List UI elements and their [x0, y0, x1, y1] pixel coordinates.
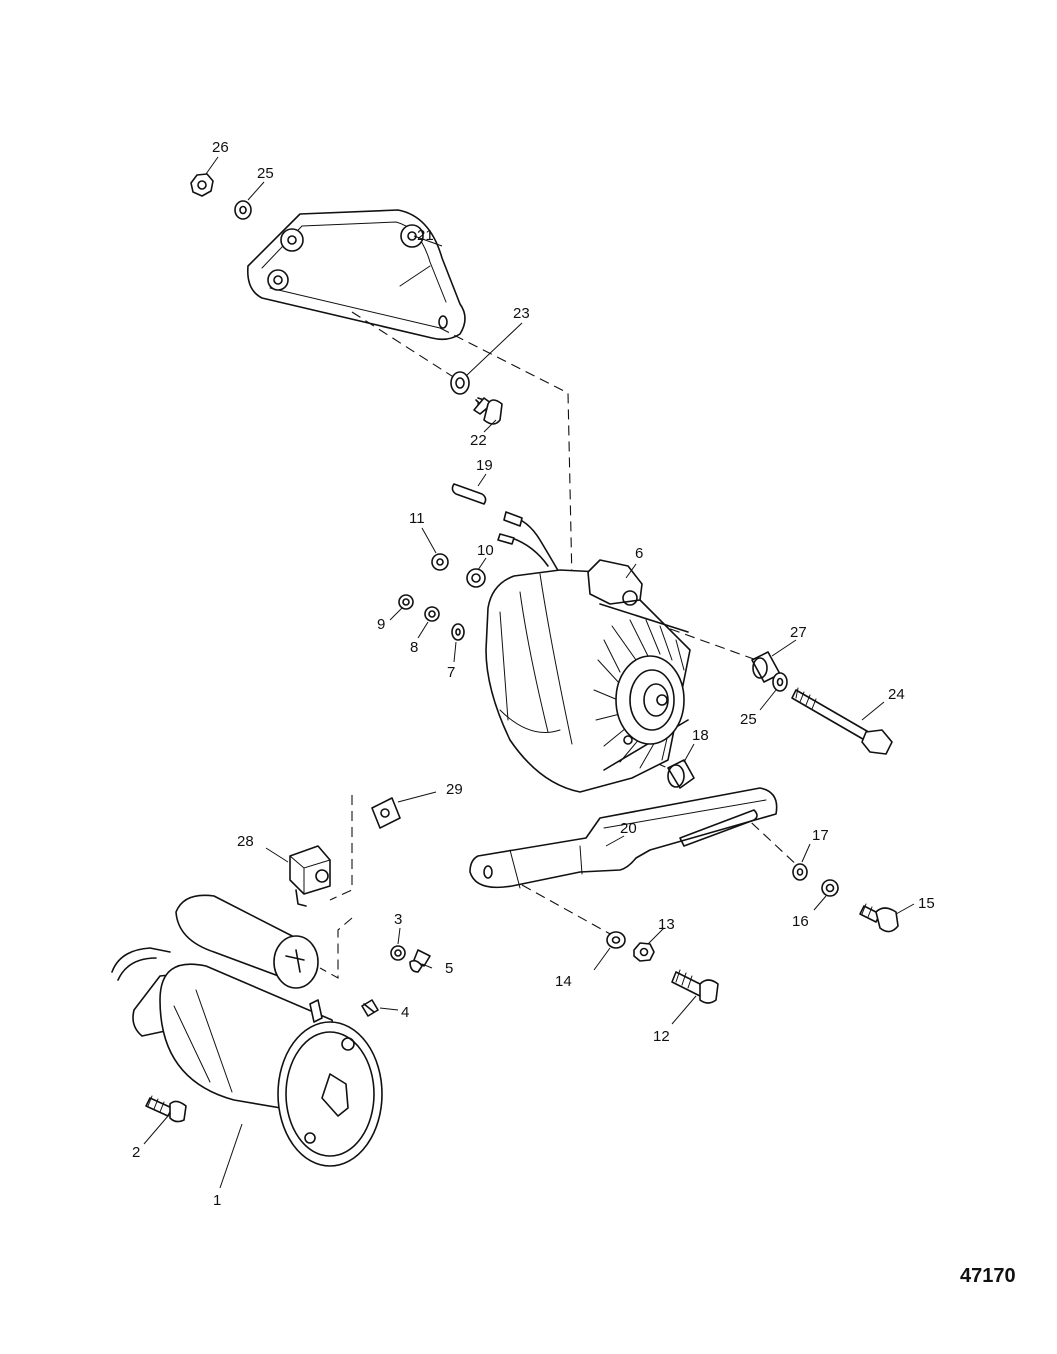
callout-16: 16: [792, 913, 809, 930]
washer-25-top: [234, 200, 252, 220]
callout-8: 8: [410, 639, 419, 656]
callout-27: 26: [212, 139, 229, 156]
callout-24: 24: [888, 686, 905, 703]
nut-13: [633, 942, 655, 962]
callout-10: 10: [477, 542, 494, 559]
washer-17: [792, 863, 808, 881]
callout-1: 1: [213, 1192, 222, 1209]
clip-4: [361, 999, 379, 1017]
nut-23: [450, 371, 470, 395]
callout-29: 29: [446, 781, 463, 798]
bolt-22: [473, 397, 503, 425]
nut-plate-29: [371, 797, 401, 829]
washer-25-right: [772, 672, 788, 692]
callout-5: 5: [445, 960, 454, 977]
terminal-5: [409, 949, 431, 973]
callout-3: 3: [394, 911, 403, 928]
callout-20: 20: [620, 820, 637, 837]
nut-3: [390, 945, 406, 961]
bolt-12: [671, 969, 719, 1004]
callout-14: 14: [555, 973, 572, 990]
leader-lines: [143, 156, 915, 1189]
starter-motor-1: [111, 894, 383, 1167]
callout-13: 13: [658, 916, 675, 933]
callout-19: 19: [476, 457, 493, 474]
callout-22: 22: [470, 432, 487, 449]
callout-6: 6: [635, 545, 644, 562]
washer-14: [606, 931, 626, 949]
callout-25-right: 25: [740, 711, 757, 728]
callout-17: 17: [812, 827, 829, 844]
relay-28: [289, 845, 331, 907]
callout-12: 12: [653, 1028, 670, 1045]
callout-7: 7: [447, 664, 456, 681]
callout-21: 21: [417, 227, 434, 244]
callout-11: 11: [409, 510, 425, 527]
callout-25-top: 25: [257, 165, 274, 182]
adjusting-arm-20: [469, 787, 778, 889]
callout-2: 2: [132, 1144, 141, 1161]
callout-28: 28: [237, 833, 254, 850]
spacer-18: [667, 759, 695, 789]
bolt-24: [791, 687, 893, 755]
mounting-bracket-21: [246, 209, 466, 341]
alternator-6: [485, 511, 691, 793]
figure-number: 47170: [960, 1265, 1016, 1287]
nut-27: [190, 173, 214, 197]
callout-26: 27: [790, 624, 807, 641]
callout-18: 18: [692, 727, 709, 744]
callout-15: 15: [918, 895, 935, 912]
pin-19: [451, 483, 487, 505]
callout-9: 9: [377, 616, 386, 633]
callout-4: 4: [401, 1004, 410, 1021]
bolt-15: [859, 903, 899, 933]
bolt-2: [145, 1095, 187, 1123]
callout-23: 23: [513, 305, 530, 322]
hardware-7-to-11: [398, 553, 486, 641]
nut-16: [821, 879, 839, 897]
